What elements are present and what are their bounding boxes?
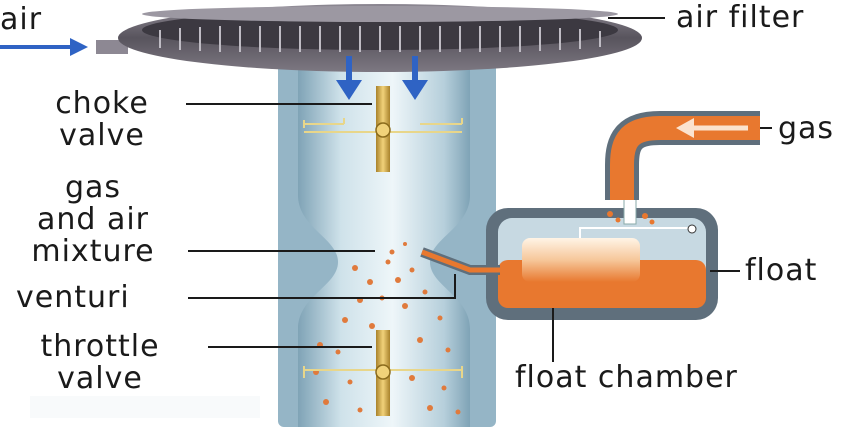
carburetor-body (278, 50, 496, 427)
air-inlet-arrow-icon (70, 38, 88, 56)
air-down-arrow-icon (336, 80, 362, 100)
choke-valve (303, 86, 463, 172)
label-choke-valve-line2: valve (59, 118, 145, 153)
leader-lines (186, 17, 772, 362)
gas-flow-arrow (676, 118, 694, 138)
label-venturi: venturi (16, 280, 130, 315)
fuel-nozzle (420, 247, 500, 275)
air-flow-arrows (0, 38, 428, 100)
float-chamber (486, 197, 718, 320)
air-filter (96, 4, 642, 72)
needle-valve (623, 197, 637, 225)
label-mixture-line1: gas (64, 170, 122, 205)
watermark-band (30, 396, 260, 418)
float-body (522, 238, 640, 282)
air-down-arrow-icon (402, 80, 428, 100)
throttle-valve (303, 330, 463, 416)
gas-line (605, 111, 760, 225)
air-inlet-arrow-shaft (0, 45, 72, 49)
label-choke-valve-line1: choke (55, 86, 149, 121)
label-throttle-valve-line2: valve (57, 361, 143, 396)
label-throttle-valve-line1: throttle (40, 329, 160, 364)
label-float: float (745, 253, 818, 288)
label-air: air (0, 2, 43, 37)
label-gas: gas (778, 111, 835, 146)
label-air-filter: air filter (676, 0, 805, 35)
venturi-throat (298, 60, 470, 427)
label-mixture-line2: and air (36, 202, 150, 237)
label-mixture-line3: mixture (31, 234, 155, 269)
label-float-chamber: float chamber (515, 360, 738, 395)
